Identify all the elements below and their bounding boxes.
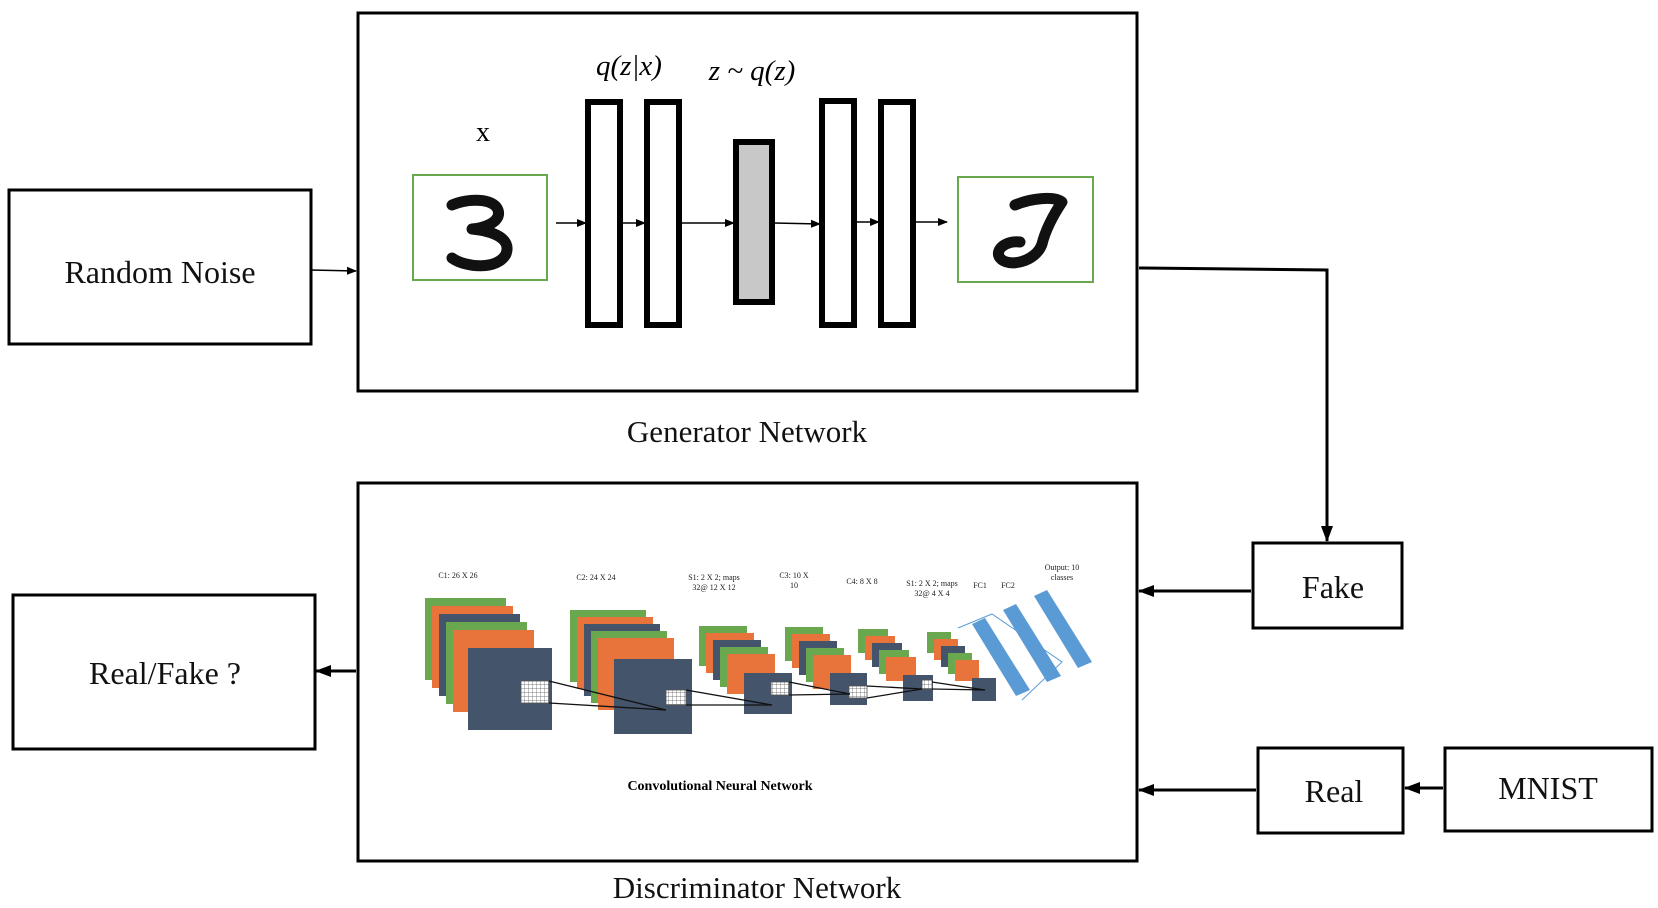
s1b-label-1: S1: 2 X 2; maps bbox=[906, 579, 958, 588]
cnn-connection bbox=[866, 688, 923, 699]
fake-node: Fake bbox=[1251, 541, 1404, 630]
random-noise-label: Random Noise bbox=[64, 254, 255, 290]
cnn-kernel bbox=[921, 679, 933, 690]
mnist-label: MNIST bbox=[1498, 770, 1598, 806]
cnn-connection bbox=[788, 681, 851, 695]
decoder-layer-1 bbox=[819, 98, 857, 328]
c3-label-2: 10 bbox=[790, 581, 798, 590]
fc1-label: FC1 bbox=[973, 581, 987, 590]
input-x-label: x bbox=[476, 117, 490, 148]
real-fake-label: Real/Fake ? bbox=[89, 655, 241, 691]
cnn-title: Convolutional Neural Network bbox=[627, 779, 812, 794]
s1a-label-2: 32@ 12 X 12 bbox=[692, 583, 735, 592]
encoder-label: q(z|x) bbox=[596, 50, 662, 82]
latent-label: z ~ q(z) bbox=[708, 55, 796, 87]
cnn-connection bbox=[866, 685, 923, 690]
c1-label: C1: 26 X 26 bbox=[438, 571, 477, 580]
real-fake-node: Real/Fake ? bbox=[11, 593, 317, 751]
mnist-node: MNIST bbox=[1443, 746, 1654, 833]
fc2-band bbox=[1003, 604, 1061, 682]
s1b-label-2: 32@ 4 X 4 bbox=[914, 589, 949, 598]
fc2-label: FC2 bbox=[1001, 581, 1015, 590]
c3-label-1: C3: 10 X bbox=[779, 571, 809, 580]
cnn-illustration: C1: 26 X 26 C2: 24 X 24 S1: 2 X 2; maps … bbox=[425, 563, 1092, 794]
fc1-band bbox=[972, 618, 1030, 696]
s1a-label-1: S1: 2 X 2; maps bbox=[688, 573, 740, 582]
output-band bbox=[1034, 590, 1092, 668]
decoder-layer-2 bbox=[878, 99, 916, 328]
generator-caption: Generator Network bbox=[627, 414, 868, 449]
latent-layer bbox=[733, 139, 775, 305]
cnn-connection bbox=[548, 680, 667, 711]
generator-network: x q(z|x) z ~ q(z) bbox=[356, 11, 1139, 393]
real-label: Real bbox=[1305, 773, 1364, 809]
discriminator-caption: Discriminator Network bbox=[613, 870, 902, 905]
cnn-kernel bbox=[770, 681, 790, 696]
discriminator-network: C1: 26 X 26 C2: 24 X 24 S1: 2 X 2; maps … bbox=[356, 481, 1139, 863]
fake-label: Fake bbox=[1302, 569, 1364, 605]
cnn-kernel bbox=[848, 685, 868, 699]
cnn-connection bbox=[788, 693, 851, 696]
arrow-generator-to-fake bbox=[1138, 266, 1333, 542]
output-label-1: Output: 10 bbox=[1045, 563, 1079, 572]
output-digit-image bbox=[957, 176, 1094, 283]
output-label-2: classes bbox=[1051, 573, 1073, 582]
cnn-kernel bbox=[665, 689, 687, 706]
cnn-connection bbox=[685, 689, 773, 706]
cnn-kernel bbox=[520, 680, 550, 704]
cnn-map bbox=[955, 660, 979, 681]
random-noise-node: Random Noise bbox=[7, 188, 313, 346]
arrow-latent-to-dec1 bbox=[773, 219, 821, 228]
cnn-connection bbox=[548, 702, 667, 711]
encoder-layer-2 bbox=[644, 99, 682, 328]
real-node: Real bbox=[1256, 746, 1405, 835]
cnn-connection bbox=[931, 681, 986, 691]
input-digit-image bbox=[412, 174, 548, 281]
c2-label: C2: 24 X 24 bbox=[576, 573, 615, 582]
arrow-noise-to-generator bbox=[310, 266, 357, 275]
cnn-connection bbox=[931, 688, 986, 691]
encoder-layer-1 bbox=[585, 99, 623, 328]
c4-label: C4: 8 X 8 bbox=[846, 577, 877, 586]
